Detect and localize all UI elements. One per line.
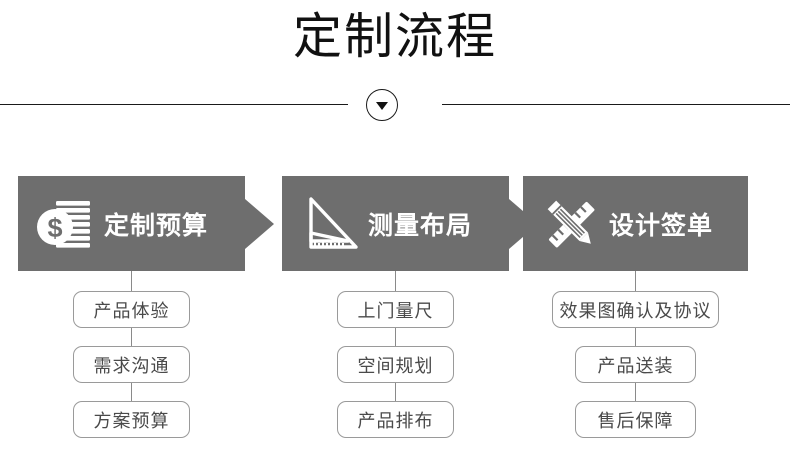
connector-line [395, 328, 397, 346]
section-divider [0, 88, 790, 122]
chevron-down-icon [376, 102, 388, 110]
stage-label: 设计签单 [609, 211, 714, 240]
connector-line [131, 383, 133, 401]
stage-header-budget[interactable]: $ 定制预算 [18, 176, 274, 271]
connector-line [635, 383, 637, 401]
money-stack-icon: $ [37, 200, 90, 248]
pencil-ruler-cross-icon [547, 200, 595, 247]
stage-header-measure[interactable]: 测量布局 [282, 176, 538, 271]
connector-line [395, 271, 397, 291]
connector-line [131, 328, 133, 346]
set-square-ruler-icon [309, 196, 358, 249]
step-pill[interactable]: 空间规划 [337, 346, 454, 383]
connector-line [635, 271, 637, 291]
stage-label: 测量布局 [368, 211, 473, 240]
connector-line [395, 383, 397, 401]
connector-line [131, 271, 133, 291]
stage-label: 定制预算 [104, 211, 209, 240]
svg-text:$: $ [47, 213, 62, 243]
connector-line [635, 328, 637, 346]
stage-column-measure: 测量布局 上门量尺 空间规划 产品排布 [282, 176, 538, 468]
divider-line-left [0, 104, 348, 105]
stage-column-budget: $ 定制预算 产品体验 需求沟通 方案预算 [18, 176, 274, 468]
step-pill[interactable]: 产品送装 [575, 346, 696, 383]
divider-line-right [442, 104, 790, 105]
page-title: 定制流程 [292, 8, 497, 65]
step-pill[interactable]: 需求沟通 [73, 346, 190, 383]
step-pill[interactable]: 产品体验 [73, 291, 190, 328]
step-pill[interactable]: 效果图确认及协议 [552, 291, 719, 328]
step-pill[interactable]: 售后保障 [575, 401, 696, 438]
stage-column-design: 设计签单 效果图确认及协议 产品送装 售后保障 [523, 176, 763, 468]
step-pill[interactable]: 上门量尺 [337, 291, 454, 328]
chevron-down-circle-icon [366, 89, 398, 121]
process-flow: $ 定制预算 产品体验 需求沟通 方案预算 [0, 176, 790, 468]
stage-header-design[interactable]: 设计签单 [523, 176, 748, 271]
step-pill[interactable]: 方案预算 [73, 401, 190, 438]
stage-arrow-icon [245, 198, 274, 249]
step-pill[interactable]: 产品排布 [337, 401, 454, 438]
